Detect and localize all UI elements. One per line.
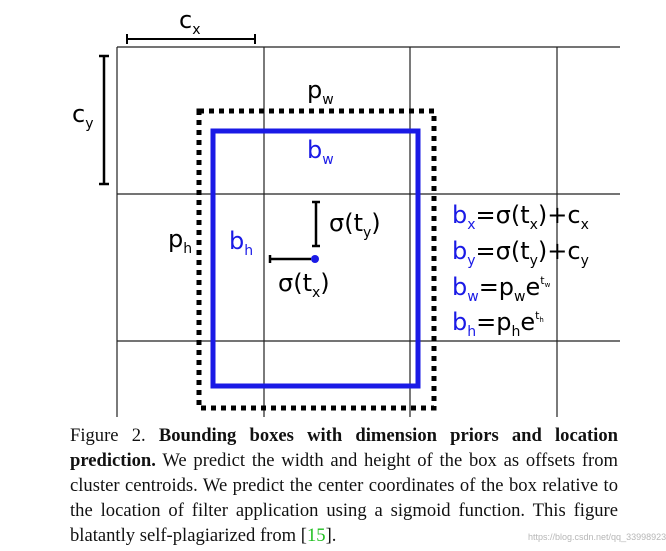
cy-bracket xyxy=(99,54,109,186)
equations: bx=σ(tx)+cx by=σ(ty)+cy bw=pwetw bh=phet… xyxy=(452,201,589,340)
caption-prefix: Figure 2. xyxy=(70,425,146,446)
cx-bracket xyxy=(126,34,256,44)
cx-label: cx xyxy=(179,6,201,38)
equation-bh: bh=pheth xyxy=(452,308,544,340)
tx-offset-bracket xyxy=(268,255,311,263)
ty-offset-bracket xyxy=(312,200,320,248)
watermark: https://blog.csdn.net/qq_33998923 xyxy=(528,532,666,542)
sigma-ty-label: σ(ty) xyxy=(329,209,381,241)
caption-citation-open: [ xyxy=(300,525,307,546)
bh-label: bh xyxy=(229,227,253,259)
center-point xyxy=(311,255,319,263)
caption-body: We predict the width and height of the b… xyxy=(70,450,618,546)
bw-label: bw xyxy=(307,136,334,168)
equation-by: by=σ(ty)+cy xyxy=(452,237,589,269)
cy-label: cy xyxy=(72,100,94,132)
equation-bw: bw=pwetw xyxy=(452,273,551,305)
ph-label: ph xyxy=(168,225,192,257)
caption-bold: Bounding boxes with dimension priors and… xyxy=(70,425,618,471)
bounding-box-diagram: cx cy pw ph bw bh σ(ty) xyxy=(72,6,620,417)
prior-box xyxy=(196,108,437,411)
equation-bx: bx=σ(tx)+cx xyxy=(452,201,589,233)
pw-label: pw xyxy=(307,76,334,108)
citation-link[interactable]: 15 xyxy=(307,525,326,546)
caption-citation-close: ]. xyxy=(325,525,337,546)
predicted-box xyxy=(210,128,421,389)
sigma-tx-label: σ(tx) xyxy=(278,269,330,301)
figure-caption: Figure 2. Bounding boxes with dimension … xyxy=(70,423,618,548)
